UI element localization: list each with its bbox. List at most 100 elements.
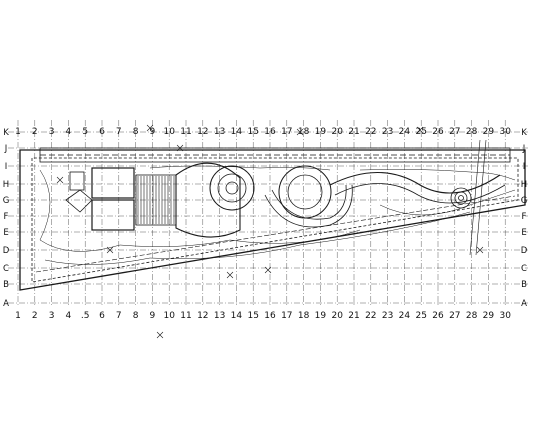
contour-1 (39, 169, 361, 252)
column-label-bottom: 22 (365, 311, 376, 321)
row-label-left: H (3, 180, 9, 190)
column-label-top: 19 (315, 127, 327, 137)
column-label-top: 20 (331, 127, 343, 137)
contour-3 (359, 169, 516, 181)
tree-symbol (296, 128, 304, 136)
row-label-right: F (522, 212, 527, 222)
row-label-right: D (521, 246, 528, 256)
site-features (19, 139, 526, 291)
column-label-bottom: 7 (116, 311, 122, 321)
column-label-top: 11 (180, 127, 191, 137)
serpentine-path (329, 171, 501, 194)
column-label-bottom: 21 (348, 311, 359, 321)
tree-symbol (226, 271, 234, 279)
spiral-feature-core (225, 181, 239, 195)
row-label-right: J (522, 144, 526, 154)
column-label-bottom: 24 (399, 311, 411, 321)
column-label-bottom: 10 (163, 311, 175, 321)
column-label-bottom: 13 (214, 311, 225, 321)
column-label-bottom: 25 (415, 311, 426, 321)
column-label-bottom: 26 (432, 311, 444, 321)
column-label-bottom: 2 (32, 311, 38, 321)
column-label-bottom: 8 (133, 311, 139, 321)
column-label-bottom: .5 (81, 311, 90, 321)
row-label-left: K (3, 128, 9, 138)
row-label-left: G (3, 196, 10, 206)
column-label-top: 28 (466, 127, 478, 137)
row-label-right: H (521, 180, 527, 190)
column-label-bottom: 20 (331, 311, 343, 321)
column-label-top: 9 (150, 127, 156, 137)
site-boundary (19, 149, 526, 291)
row-label-left: J (4, 144, 8, 154)
building-west-upper (91, 167, 135, 199)
circular-garden-ring (287, 174, 323, 210)
row-label-left: A (3, 299, 9, 309)
small-building (69, 171, 85, 191)
column-label-top: 17 (281, 127, 292, 137)
column-label-top: 15 (247, 127, 258, 137)
east-path (469, 139, 481, 256)
column-label-bottom: 12 (197, 311, 208, 321)
column-label-top: 21 (348, 127, 359, 137)
row-label-left: D (3, 246, 10, 256)
spiral-feature-inner (217, 173, 247, 203)
east-spiral (450, 187, 472, 209)
row-label-right: E (521, 228, 526, 238)
east-path-edge (475, 139, 487, 256)
contour-4 (379, 189, 516, 216)
row-label-right: B (521, 280, 527, 290)
column-label-top: 12 (197, 127, 208, 137)
row-label-right: I (523, 162, 526, 172)
tree-symbol (476, 246, 484, 254)
tree-symbol (56, 176, 64, 184)
plaza-stripes (137, 176, 175, 224)
grid-lines (8, 120, 528, 339)
column-label-top: 18 (298, 127, 310, 137)
site-boundary-inner (31, 157, 519, 283)
column-label-bottom: 6 (99, 311, 105, 321)
column-label-top: 26 (432, 127, 444, 137)
column-label-top: 8 (133, 127, 139, 137)
row-label-right: K (521, 128, 527, 138)
column-label-bottom: 16 (264, 311, 276, 321)
row-label-right: C (521, 264, 527, 274)
column-label-top: 29 (483, 127, 495, 137)
row-label-left: F (4, 212, 9, 222)
serpentine-path-edge (334, 183, 506, 204)
row-label-right: G (521, 196, 528, 206)
column-label-bottom: 27 (449, 311, 460, 321)
column-label-bottom: 9 (150, 311, 156, 321)
column-label-top: 13 (214, 127, 225, 137)
column-label-bottom: 19 (315, 311, 327, 321)
column-label-top: 5 (82, 127, 88, 137)
row-label-left: B (3, 280, 9, 290)
curved-terrace-2 (271, 184, 347, 220)
column-label-top: 1 (15, 127, 21, 137)
column-label-top: 16 (264, 127, 276, 137)
tree-symbol (146, 124, 154, 132)
row-label-left: E (3, 228, 8, 238)
column-label-bottom: 28 (466, 311, 478, 321)
curved-terraces (264, 184, 353, 228)
column-label-top: 6 (99, 127, 105, 137)
row-label-right: A (521, 299, 527, 309)
column-label-bottom: 4 (66, 311, 72, 321)
column-label-bottom: 18 (298, 311, 310, 321)
column-label-bottom: 29 (483, 311, 495, 321)
column-label-top: 30 (499, 127, 511, 137)
column-label-bottom: 15 (247, 311, 258, 321)
column-label-bottom: 1 (15, 311, 21, 321)
column-label-bottom: 3 (49, 311, 55, 321)
column-label-bottom: 14 (231, 311, 243, 321)
column-label-top: 23 (382, 127, 393, 137)
column-label-top: 27 (449, 127, 460, 137)
west-pavilion (65, 189, 93, 213)
row-label-left: C (3, 264, 9, 274)
column-label-top: 2 (32, 127, 38, 137)
column-label-bottom: 11 (180, 311, 191, 321)
column-label-bottom: 30 (499, 311, 511, 321)
amphitheatre (175, 162, 241, 238)
